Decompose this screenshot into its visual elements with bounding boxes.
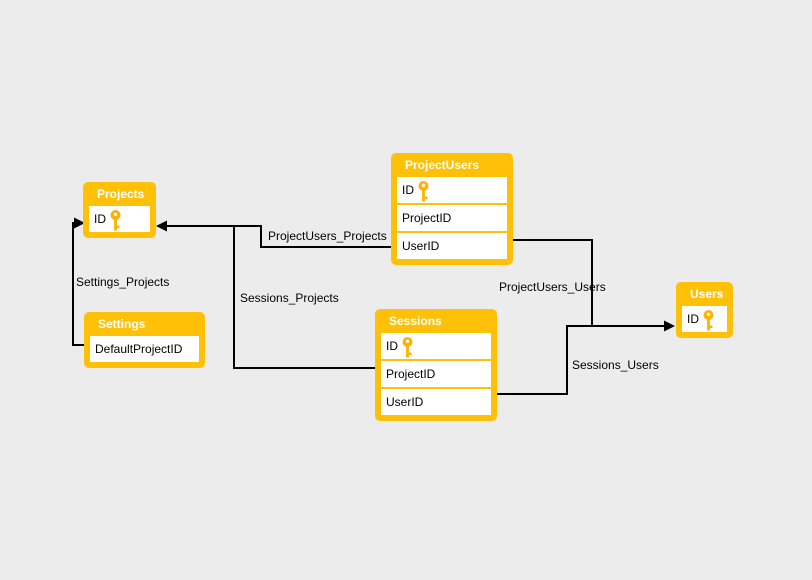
table-title: ProjectUsers <box>405 158 480 172</box>
table-body: DefaultProjectID <box>90 336 199 362</box>
row-label: ID <box>687 312 699 326</box>
row-label: UserID <box>402 239 440 253</box>
table-row[interactable]: ID <box>89 206 150 232</box>
connector-sessions_users[interactable] <box>497 325 592 395</box>
table-title: Sessions <box>389 314 442 328</box>
row-label: UserID <box>386 395 424 409</box>
table-body: ID ProjectID UserID <box>397 177 507 259</box>
connector-projectusers_users[interactable] <box>513 239 675 332</box>
connector-label[interactable]: ProjectUsers_Users <box>499 280 606 294</box>
key-icon <box>402 336 413 358</box>
connector-label[interactable]: Sessions_Users <box>572 358 659 372</box>
row-label: ID <box>386 339 398 353</box>
connector-settings_projects[interactable] <box>72 217 85 346</box>
table-row[interactable]: ID <box>397 177 507 203</box>
key-icon <box>110 209 121 231</box>
key-icon <box>703 309 714 331</box>
table-body: ID <box>89 206 150 232</box>
connector-label[interactable]: Settings_Projects <box>76 275 170 289</box>
row-label: ProjectID <box>402 211 452 225</box>
arrowhead-icon <box>664 320 675 332</box>
table-title: Settings <box>98 317 146 331</box>
connector-line[interactable] <box>233 226 375 369</box>
arrowhead-icon <box>74 217 85 229</box>
connector-line[interactable] <box>513 239 666 327</box>
table-row[interactable]: ID <box>381 333 491 359</box>
arrowhead-icon <box>156 220 167 232</box>
table-row[interactable]: UserID <box>397 233 507 259</box>
table-row[interactable]: UserID <box>381 389 491 415</box>
row-label: ID <box>94 212 106 226</box>
table-title: Projects <box>97 187 145 201</box>
connector-line[interactable] <box>160 225 391 248</box>
row-label: DefaultProjectID <box>95 342 183 356</box>
table-row[interactable]: ProjectID <box>397 205 507 231</box>
connector-label[interactable]: Sessions_Projects <box>240 291 339 305</box>
table-row[interactable]: ProjectID <box>381 361 491 387</box>
connector-line[interactable] <box>497 325 592 395</box>
connector-label[interactable]: ProjectUsers_Projects <box>268 229 387 243</box>
table-row[interactable]: DefaultProjectID <box>90 336 199 362</box>
connector-projectusers_projects[interactable] <box>156 220 391 248</box>
row-label: ID <box>402 183 414 197</box>
table-body: ID ProjectID UserID <box>381 333 491 415</box>
connector-sessions_projects[interactable] <box>233 226 375 369</box>
table-row[interactable]: ID <box>682 306 727 332</box>
table-title: Users <box>690 287 724 301</box>
table-body: ID <box>682 306 727 332</box>
row-label: ProjectID <box>386 367 436 381</box>
key-icon <box>418 180 429 202</box>
